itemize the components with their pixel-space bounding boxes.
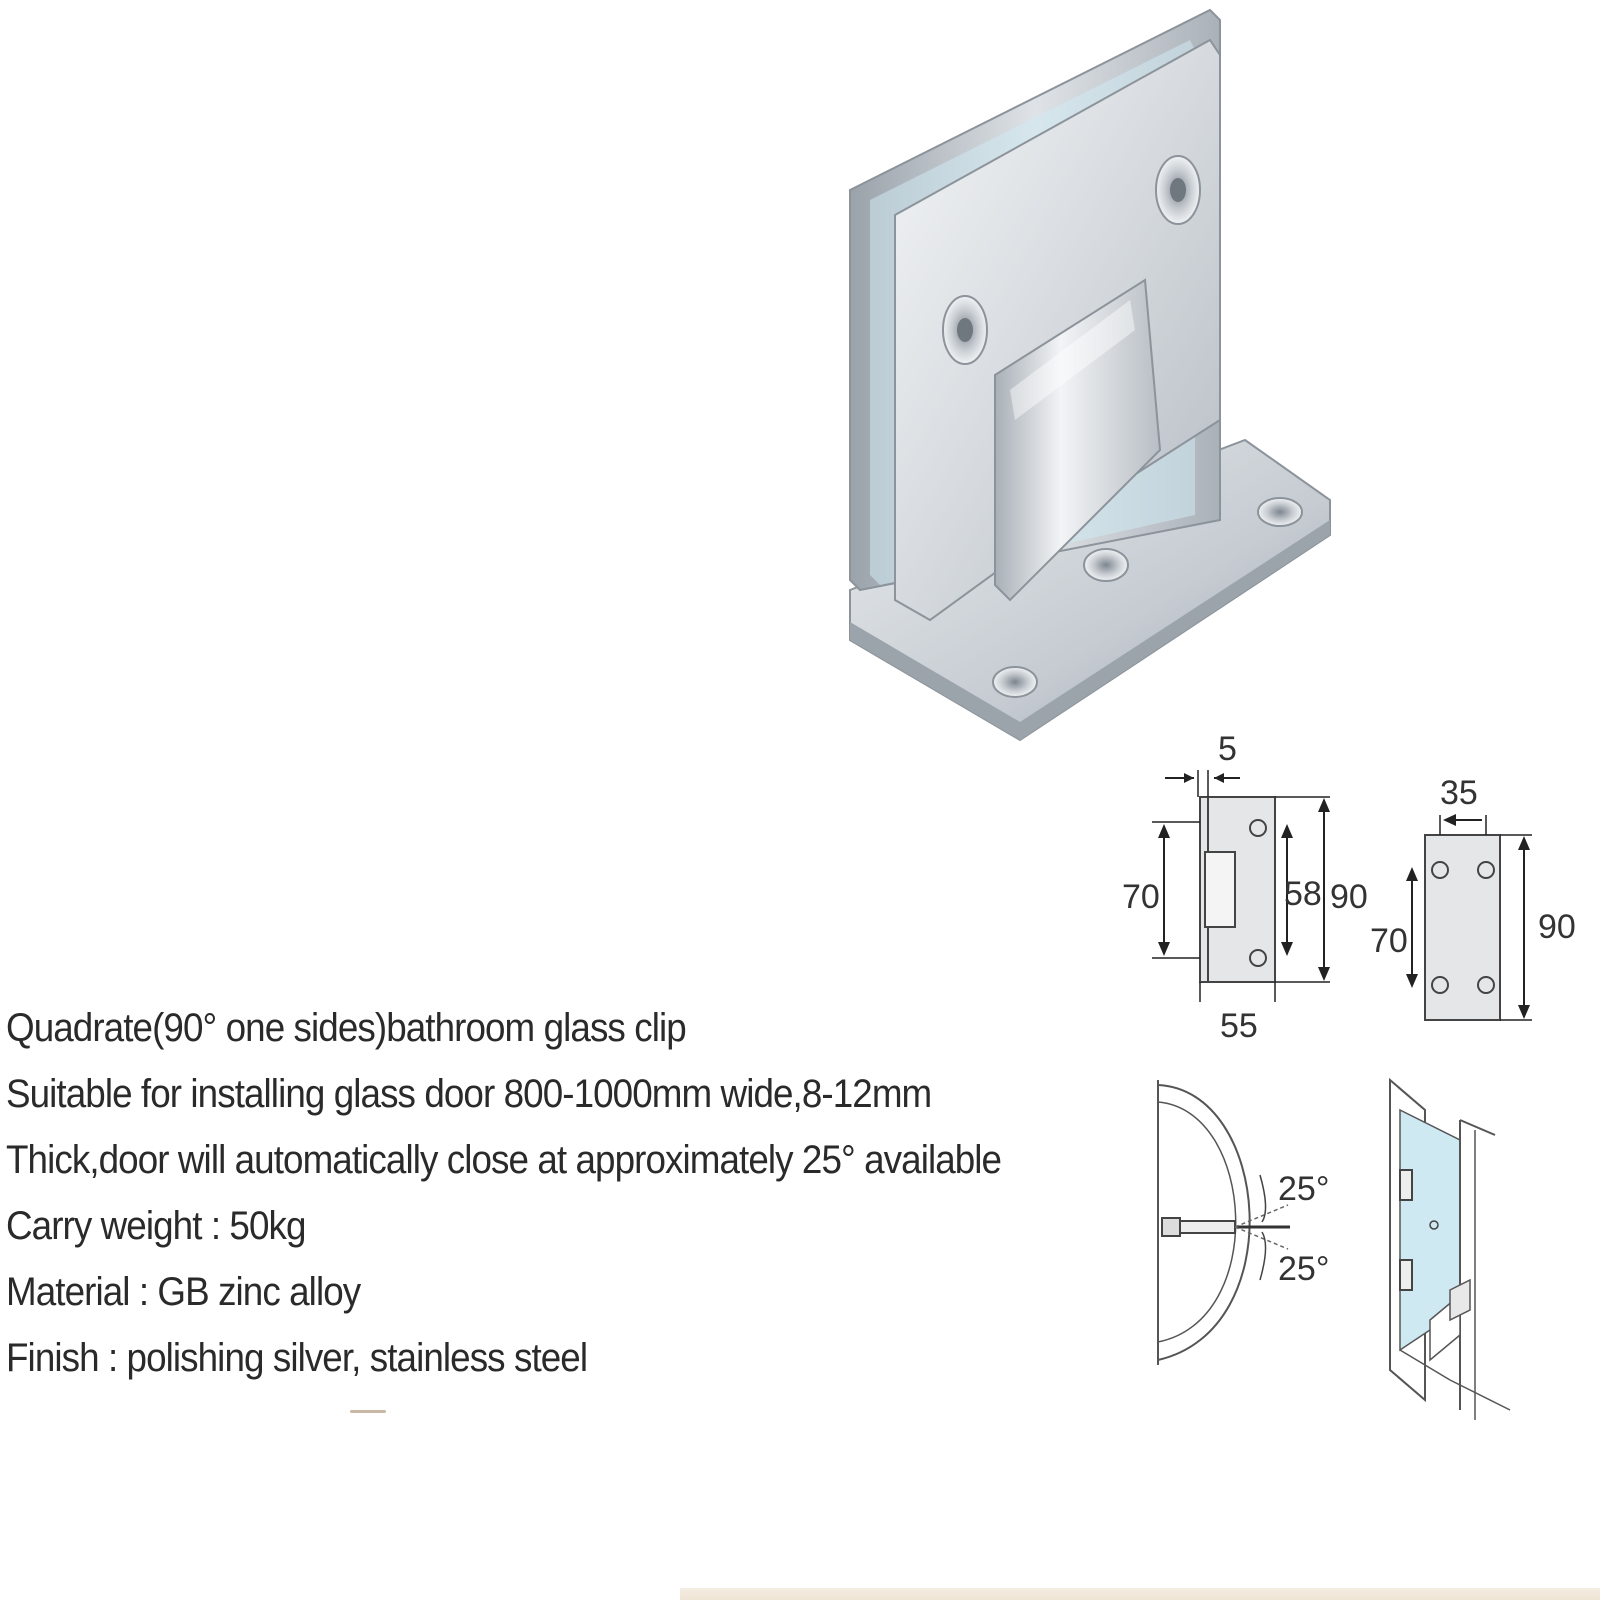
swing-angle-diagram: 25° 25° (1157, 1080, 1329, 1365)
dim-top-width: 35 (1440, 774, 1478, 812)
bottom-strip (680, 1588, 1600, 1600)
dim-width: 55 (1220, 1007, 1258, 1045)
dim-hole-height: 70 (1370, 922, 1408, 960)
spec-title: Quadrate(90° one sides)bathroom glass cl… (6, 1006, 687, 1050)
product-photo (849, 8, 1331, 742)
screw-hole-icon (992, 666, 1038, 698)
dim-side-total-height: 90 (1538, 908, 1576, 946)
angle-bottom-label: 25° (1278, 1250, 1329, 1288)
dim-hole-spacing: 58 (1284, 875, 1322, 913)
installation-diagram (1389, 1077, 1511, 1420)
front-dimension-drawing: 5 70 58 90 55 (1122, 730, 1368, 1045)
spec-list: Quadrate(90° one sides)bathroom glass cl… (6, 995, 1126, 1391)
spec-suitable: Suitable for installing glass door 800-1… (6, 1072, 932, 1116)
dim-thickness: 5 (1218, 730, 1237, 768)
hinge-knuckle (994, 278, 1162, 602)
spec-material: Material : GB zinc alloy (6, 1270, 361, 1314)
screw-hole-icon (1257, 497, 1303, 527)
side-dimension-drawing: 35 70 90 (1370, 774, 1576, 1021)
spec-carry-weight: Carry weight : 50kg (6, 1204, 306, 1248)
spec-thickness: Thick,door will automatically close at a… (6, 1138, 1002, 1182)
dim-total-height: 90 (1330, 878, 1368, 916)
angle-top-label: 25° (1278, 1170, 1329, 1208)
decorative-mark (350, 1410, 386, 1413)
dim-left-height: 70 (1122, 878, 1160, 916)
spec-finish: Finish : polishing silver, stainless ste… (6, 1336, 588, 1380)
hinge-front-plate (894, 38, 1221, 622)
screw-hole-icon (1083, 548, 1129, 582)
